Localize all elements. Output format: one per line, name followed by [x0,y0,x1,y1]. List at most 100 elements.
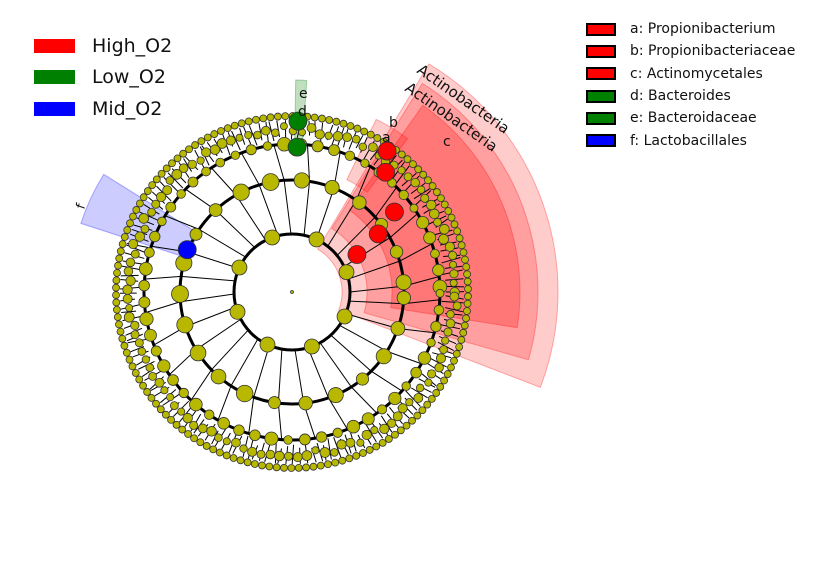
clade-node [244,117,253,126]
clade-node [402,421,411,430]
clade-node [368,142,378,153]
clade-node [293,172,310,189]
clade-node [129,212,137,221]
clade-node [463,277,472,286]
clade-node [261,125,271,136]
clade-node [408,416,416,425]
clade-node [144,247,155,258]
branch-edge [277,403,283,440]
clade-node [264,431,279,446]
clade-node [118,240,127,248]
legend-item-high-o2: High_O2 [34,30,172,62]
clade-node [439,345,448,354]
branch-edge [258,184,279,236]
clade-node [225,135,236,146]
clade-node [298,395,313,411]
clade-node [173,154,182,163]
branch-edge [345,313,399,329]
clade-node [443,327,453,337]
clade-node [262,141,273,151]
branch-edge [180,293,235,303]
clade-node [444,207,453,215]
clade-node [172,420,181,429]
leaf-edge [167,172,184,189]
clade-label-c: c [443,134,451,150]
clade-node [138,213,150,224]
clade-node [457,241,466,250]
biomarker-item-d: d: Bacteroides [586,85,795,107]
legend-label: Low_O2 [92,66,166,89]
clade-node [217,417,230,430]
branch-edge [283,180,292,235]
clade-node [378,438,387,447]
clade-node [131,369,140,377]
biomarker-swatch [586,44,616,58]
clade-node [116,247,125,256]
clade-node [113,305,121,314]
clade-node [232,183,250,201]
clade-node [143,388,152,396]
clade-node [463,270,471,279]
clade-node [202,442,211,450]
biomarker-item-f: f: Lactobacillales [586,129,795,151]
clade-node [437,194,445,203]
branch-edge [330,334,372,372]
clade-node [396,290,411,306]
clade-label-a: a [382,130,391,146]
clade-node [409,203,419,213]
biomarker-label: c: Actinomycetales [630,65,763,82]
clade-node [256,449,266,459]
biomarker-node-d [288,111,308,131]
biomarker-label: b: Propionibacteriaceae [630,43,796,60]
clade-node [125,275,136,286]
clade-node [450,356,458,365]
clade-node [176,189,186,199]
branch-edge [374,187,398,218]
clade-node [308,231,325,248]
branch-edge [328,397,348,430]
clade-node [331,458,340,467]
clade-node [252,115,260,124]
clade-node [125,257,136,268]
clade-node [353,124,362,133]
clade-node [460,321,469,330]
clade-node [187,176,199,188]
leaf-edge [413,188,430,200]
clade-node [426,338,436,348]
clade-node [156,405,165,414]
clade-node [387,418,397,428]
clade-node [176,316,194,334]
branch-edge [235,194,267,241]
clade-node [461,255,469,264]
biomarker-item-b: b: Propionibacteriaceae [586,40,795,62]
biomarker-legend: a: Propionibacterium b: Propionibacteria… [586,18,795,152]
clade-node [235,384,254,403]
legend-label: Mid_O2 [92,97,163,120]
clade-node [157,216,167,227]
clade-node [141,355,150,364]
biomarker-label: f: Lactobacillales [630,132,747,149]
legend-item-mid-o2: Mid_O2 [34,93,172,125]
clade-node [157,169,166,178]
clade-node [448,250,458,261]
clade-node [316,461,325,470]
clade-node [427,369,437,379]
clade-node [139,193,148,202]
clade-node [375,348,392,365]
clade-node [135,375,144,384]
clade-node [259,114,268,123]
clade-node [249,429,261,442]
clade-node [299,433,311,446]
clade-node [443,370,452,378]
clade-node [434,362,444,373]
clade-node [432,188,441,196]
clade-node [215,157,226,168]
legend-swatch [34,101,75,116]
leaf-edge [410,387,428,399]
clade-node [457,336,466,344]
clade-node [243,458,252,467]
clade-node [128,239,139,250]
clade-node [401,381,411,391]
clade-node [162,164,171,173]
clade-node [156,191,167,203]
